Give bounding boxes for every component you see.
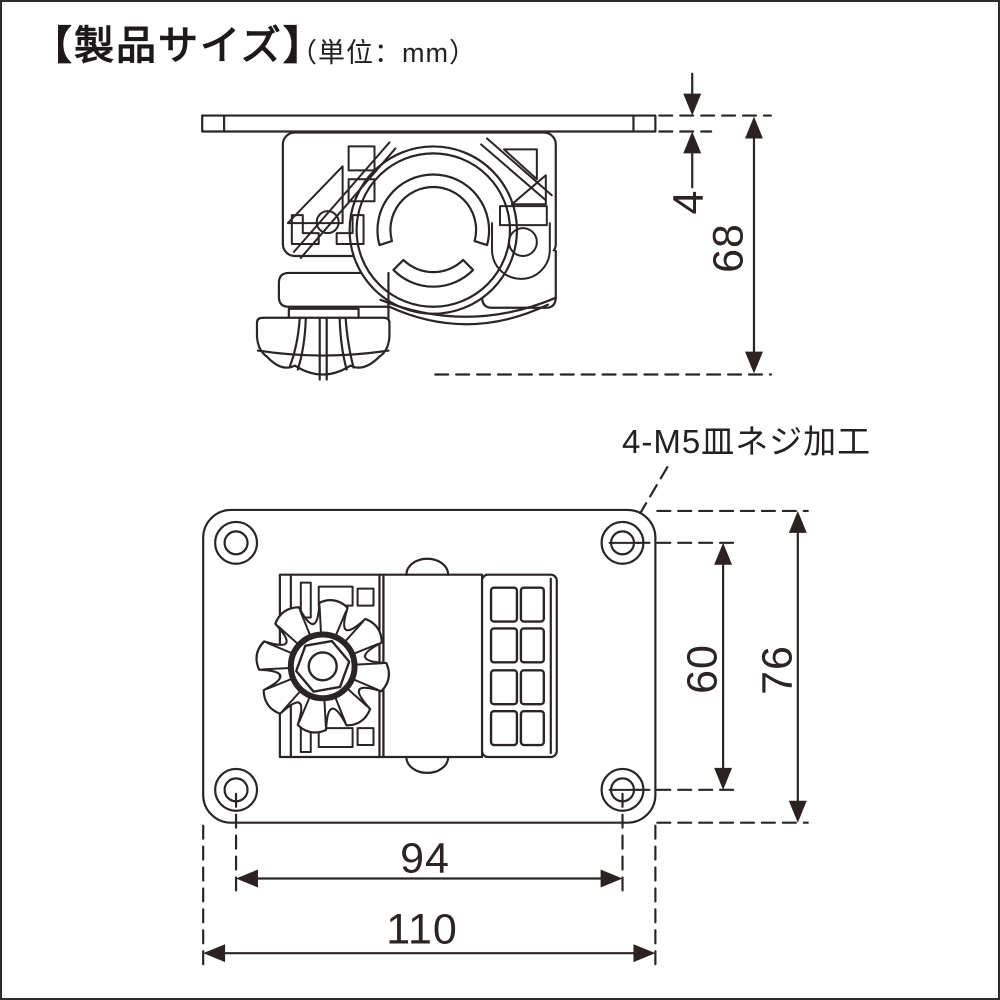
side-bar <box>277 271 390 308</box>
plan-star-knob <box>255 599 391 734</box>
dim-value-plate-height: 76 <box>753 645 802 695</box>
side-knob <box>255 307 391 381</box>
clamp-collar-bottom <box>392 258 475 288</box>
arrowhead <box>745 351 763 374</box>
arrowhead <box>745 116 763 139</box>
unit-label: （単位：mm） <box>290 38 477 68</box>
plan-middle-section <box>378 557 488 774</box>
screw-note-label: 4-M5皿ネジ加工 <box>622 423 872 460</box>
arrowhead <box>683 131 702 154</box>
star-knob-petal-edges <box>262 605 384 727</box>
dim-value-plate-thickness: 4 <box>664 189 713 215</box>
arrowhead <box>236 869 258 888</box>
page-title: 【製品サイズ】 <box>32 24 325 68</box>
star-knob-petals <box>255 599 391 734</box>
screw-note-leader <box>639 466 669 515</box>
bottom-tab <box>405 755 450 774</box>
dim-value-hole-pitch-h: 94 <box>400 834 450 883</box>
arrowhead <box>683 93 702 116</box>
arrowhead <box>203 944 226 963</box>
side-left-details <box>286 141 397 259</box>
dim-plate-height <box>656 509 809 824</box>
top-tab <box>405 557 450 576</box>
arrowhead <box>788 800 807 823</box>
plan-view-drawing <box>202 466 809 967</box>
star-knob-hex-nut <box>295 639 351 693</box>
arrowhead <box>600 869 623 888</box>
side-view-drawing <box>201 72 773 381</box>
dim-value-hole-pitch-v: 60 <box>678 644 727 694</box>
arrowhead <box>633 944 656 963</box>
dim-plate-thickness <box>658 72 773 189</box>
side-plate <box>201 114 657 133</box>
dim-value-total-height: 68 <box>704 223 753 273</box>
arrowhead <box>714 767 733 790</box>
arrowhead <box>714 542 733 565</box>
dim-value-plate-width: 110 <box>386 905 458 954</box>
dim-total-height <box>434 116 773 376</box>
star-knob-ring <box>287 631 358 702</box>
star-knob-bore <box>307 651 338 682</box>
arrowhead <box>788 510 807 533</box>
dim-hole-pitch-h <box>234 792 624 898</box>
side-right-details <box>480 137 553 280</box>
dim-plate-width <box>202 824 657 967</box>
dim-hole-pitch-v <box>635 541 735 791</box>
plan-right-block <box>480 573 558 759</box>
clamp-collar-top <box>376 173 491 247</box>
